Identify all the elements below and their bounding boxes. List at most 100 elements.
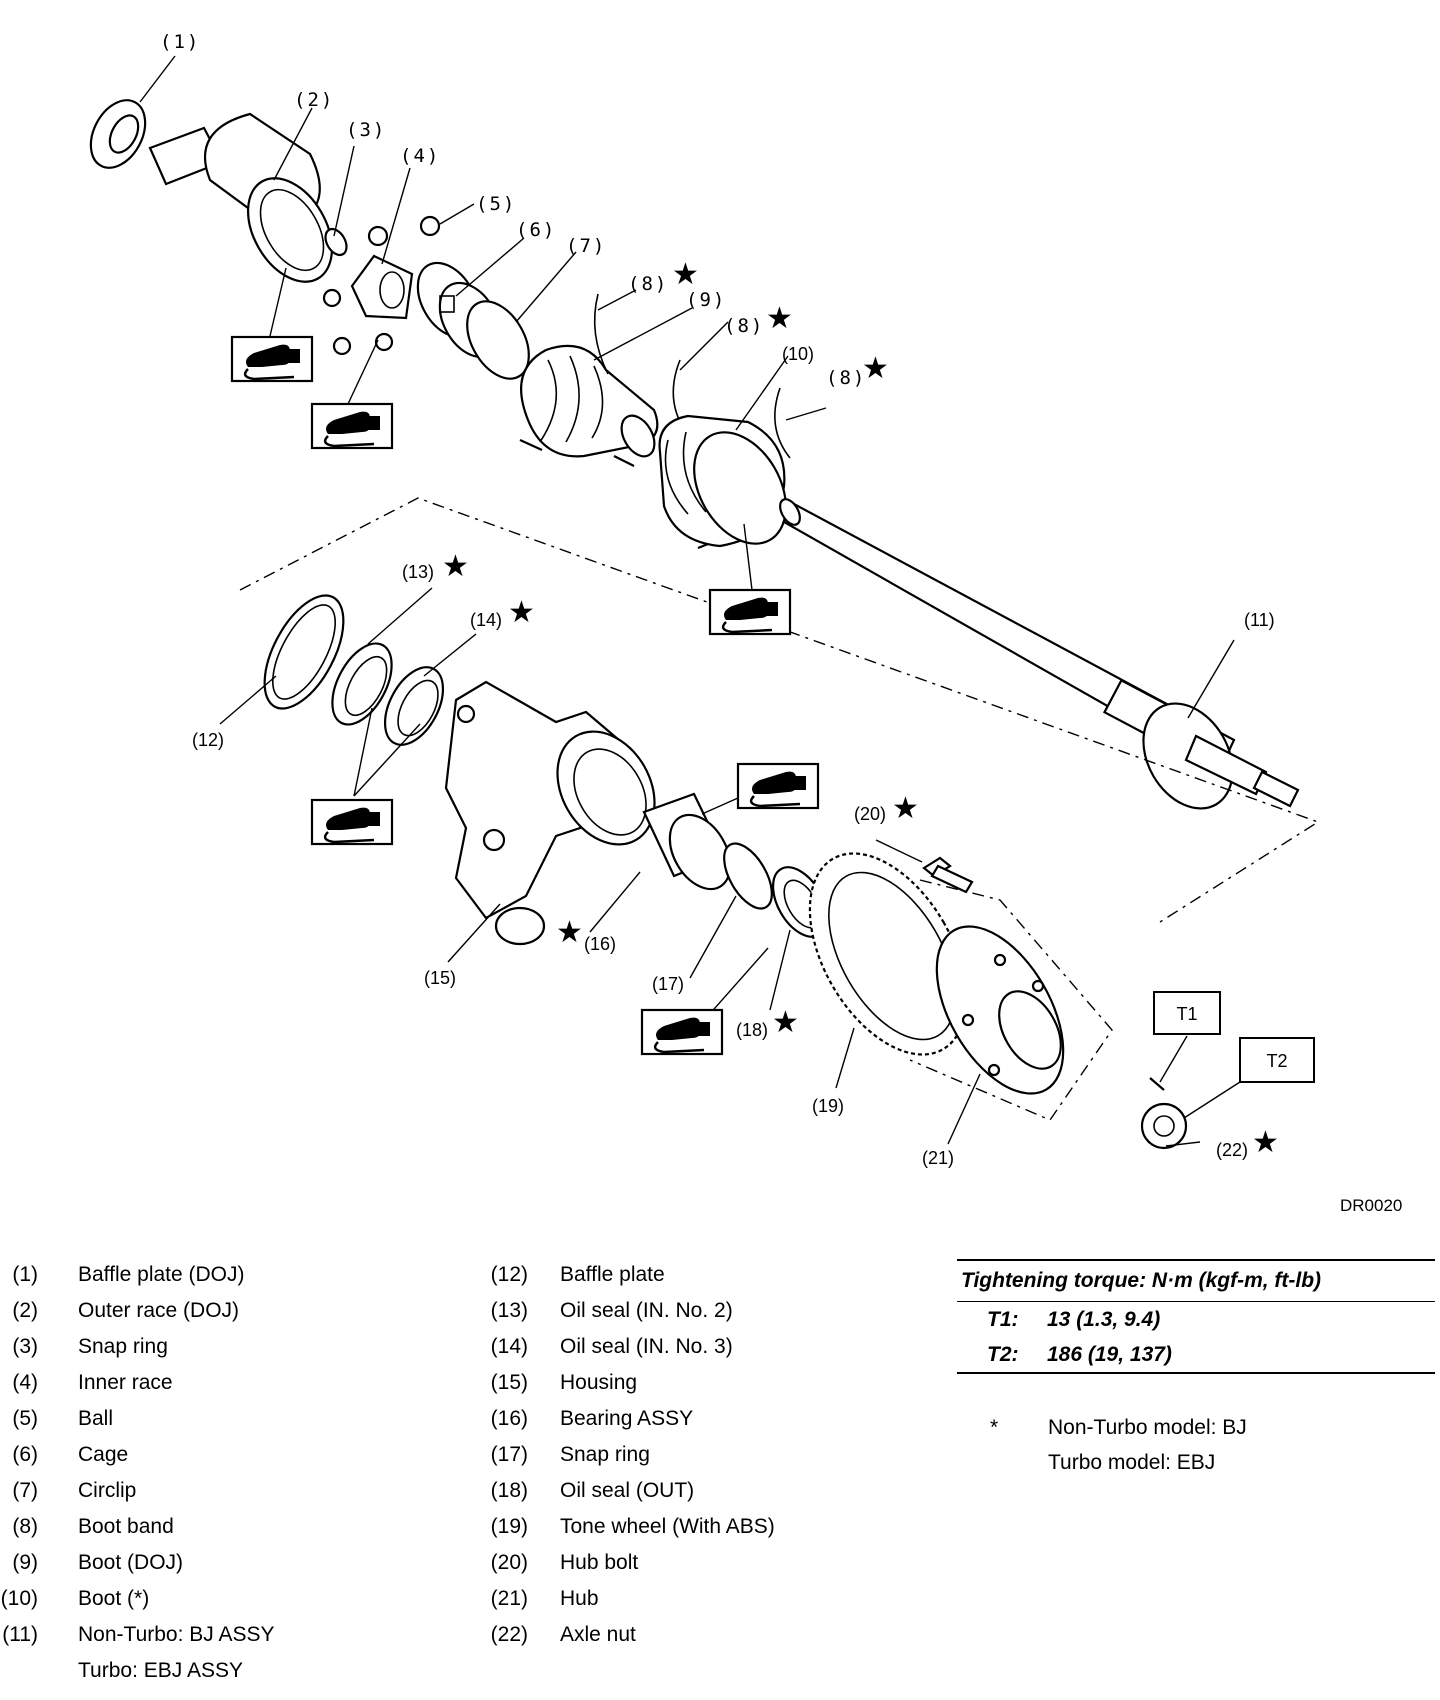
torque-table-heading: Tightening torque: N·m (kgf-m, ft-lb) (957, 1261, 1435, 1302)
callout-9: (9) (686, 289, 726, 311)
star-marker: ★ (508, 595, 535, 630)
callout-4: (4) (400, 145, 440, 167)
note-line-2: Turbo model: EBJ (1048, 1451, 1216, 1474)
legend-item: (18)Oil seal (OUT) (490, 1479, 695, 1502)
callout-7: (7) (566, 235, 606, 257)
legend-item: (19)Tone wheel (With ABS) (490, 1515, 775, 1538)
callout-17: (17) (652, 974, 684, 994)
axle-nut (1140, 1102, 1188, 1150)
star-marker: ★ (892, 791, 919, 826)
exploded-axle-diagram: T1 T2 (1) (2) (3) (4) (5) (6) (7) (8) ★ … (89, 31, 1320, 1168)
callout-16: (16) (584, 934, 616, 954)
svg-text:T2: T2 (1266, 1051, 1287, 1071)
callout-8c: (8) (826, 367, 866, 389)
callout-3: (3) (346, 119, 386, 141)
legend-item: (6)Cage (12, 1443, 129, 1466)
leader-lines (139, 55, 1241, 1147)
legend-item: (20)Hub bolt (490, 1551, 639, 1574)
legend-item: (7)Circlip (12, 1479, 137, 1502)
inner-race (350, 254, 414, 320)
outer-race-doj (148, 112, 334, 283)
legend-item: (1)Baffle plate (DOJ) (12, 1263, 245, 1286)
callout-21: (21) (922, 1148, 954, 1168)
baffle-plate (263, 594, 345, 710)
legend-item: (2)Outer race (DOJ) (12, 1299, 240, 1322)
star-marker: ★ (442, 549, 469, 584)
callout-15: (15) (424, 968, 456, 988)
oil-seal-in-no3 (383, 666, 445, 746)
callout-14: (14) (470, 610, 502, 630)
grease-icon (310, 402, 394, 450)
star-marker: ★ (772, 1005, 799, 1040)
legend-item: (16)Bearing ASSY (490, 1407, 694, 1430)
grease-icon (230, 335, 314, 383)
star-marker: ★ (1252, 1125, 1279, 1160)
star-marker: ★ (556, 915, 583, 950)
legend-item: (21)Hub (490, 1587, 599, 1610)
parts-legend-right: (12)Baffle plate (13)Oil seal (IN. No. 2… (480, 1262, 775, 1658)
callout-13: (13) (402, 562, 434, 582)
svg-text:T1: T1 (1176, 1004, 1197, 1024)
torque-row-t1: T1:13 (1.3, 9.4) (987, 1308, 1161, 1331)
legend-item: (4)Inner race (12, 1371, 173, 1394)
star-marker: ★ (672, 257, 699, 292)
snap-ring-hub (723, 842, 773, 910)
callout-labels: (1) (2) (3) (4) (5) (6) (7) (8) ★ (9) (8… (160, 31, 1279, 1168)
tone-wheel (808, 852, 968, 1056)
hub-set-screw (1149, 1077, 1165, 1091)
grease-icon (708, 588, 792, 636)
note-asterisk: * (990, 1416, 999, 1439)
legend-item: (13)Oil seal (IN. No. 2) (490, 1299, 733, 1322)
grease-icon (640, 1008, 724, 1056)
callout-1: (1) (160, 31, 200, 53)
callout-18: (18) (736, 1020, 768, 1040)
boot-bj (658, 414, 787, 548)
star-marker: ★ (862, 351, 889, 386)
legend-item: (22)Axle nut (490, 1623, 636, 1646)
note-line-1: Non-Turbo model: BJ (1048, 1416, 1247, 1439)
oil-seal-in-no2 (331, 642, 393, 726)
callout-8b: (8) (724, 315, 764, 337)
legend-item: (15)Housing (490, 1371, 638, 1394)
bj-assy-shaft (779, 498, 1300, 810)
callout-11: (11) (1244, 610, 1275, 630)
legend-item: (14)Oil seal (IN. No. 3) (490, 1335, 733, 1358)
legend-item: (12)Baffle plate (490, 1263, 665, 1286)
callout-6: (6) (516, 219, 556, 241)
legend-item: (17)Snap ring (490, 1443, 650, 1466)
torque-row-t2: T2:186 (19, 137) (987, 1343, 1172, 1366)
legend-item-continued: Turbo: EBJ ASSY (78, 1659, 243, 1682)
callout-8a: (8) (628, 273, 668, 295)
assembly-outline (239, 497, 1320, 923)
circlip (466, 300, 530, 380)
callout-20: (20) (854, 804, 886, 824)
legend-item: (10)Boot (*) (0, 1587, 150, 1610)
snap-ring-doj (324, 227, 348, 257)
callout-19: (19) (812, 1096, 844, 1116)
callout-10: (10) (782, 344, 814, 364)
hub (935, 925, 1065, 1095)
callout-22: (22) (1216, 1140, 1248, 1160)
torque-tag-t1: T1 (1153, 991, 1221, 1035)
torque-tag-t2: T2 (1239, 1037, 1315, 1083)
torque-table: Tightening torque: N·m (kgf-m, ft-lb) T1… (957, 1259, 1435, 1374)
grease-icon (310, 798, 394, 846)
legend-item: (11)Non-Turbo: BJ ASSY (2, 1623, 275, 1646)
callout-5: (5) (476, 193, 516, 215)
parts-legend-left: (1)Baffle plate (DOJ) (2)Outer race (DOJ… (0, 1262, 275, 1694)
legend-item: (9)Boot (DOJ) (12, 1551, 184, 1574)
callout-12: (12) (192, 730, 224, 750)
model-note: * Non-Turbo model: BJ Turbo model: EBJ (990, 1410, 1247, 1480)
legend-item: (3)Snap ring (12, 1335, 168, 1358)
legend-item: (5)Ball (12, 1407, 114, 1430)
boot-doj (520, 344, 659, 458)
hub-bolt (922, 856, 974, 894)
legend-item: (8)Boot band (12, 1515, 174, 1538)
grease-icon (736, 762, 820, 810)
star-marker: ★ (766, 301, 793, 336)
hub-outline (909, 879, 1113, 1121)
callout-2: (2) (294, 89, 334, 111)
housing (444, 680, 656, 946)
figure-code: DR0020 (1340, 1196, 1403, 1215)
baffle-plate-doj (89, 99, 147, 169)
